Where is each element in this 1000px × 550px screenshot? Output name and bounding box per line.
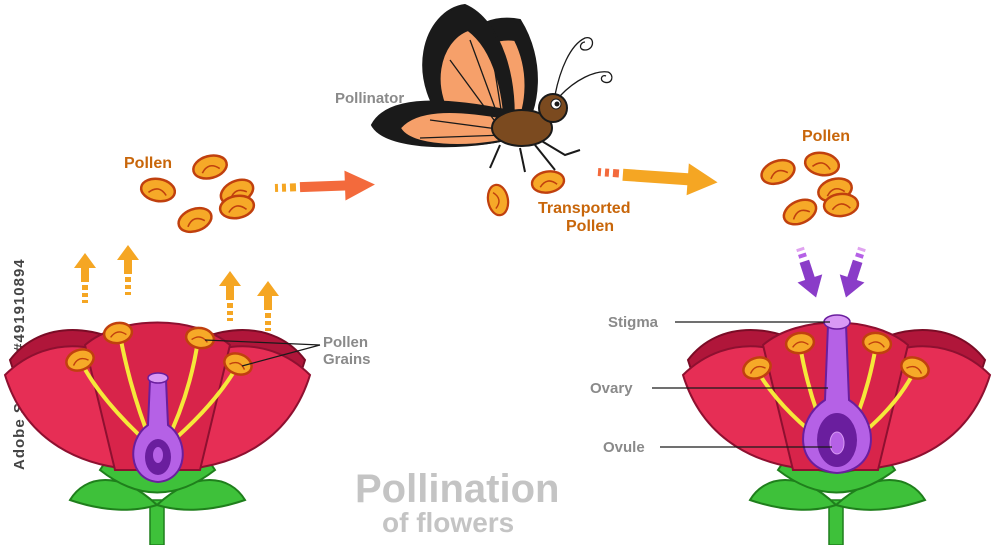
diagram-title: Pollination (355, 467, 559, 511)
right-ovule (829, 431, 845, 455)
right-arrow-1 (274, 170, 375, 201)
pollen-grain (189, 150, 231, 184)
upward-arrows (74, 245, 279, 331)
butterfly-pupil (554, 101, 560, 107)
pollen-grain (174, 202, 216, 238)
ovary-label: Ovary (590, 380, 633, 397)
butterfly-pollinator (370, 3, 613, 218)
pollen-grain (778, 193, 822, 231)
diagram-subtitle: of flowers (382, 507, 514, 538)
pollinator-label: Pollinator (335, 90, 404, 107)
transported-pollen-label-line1: Transported (538, 200, 630, 217)
pollen-left-label: Pollen (124, 155, 172, 172)
right-flower (681, 314, 992, 546)
transported-pollen-label-line2: Pollen (566, 218, 614, 235)
down-arrow (839, 246, 866, 298)
down-arrows (796, 246, 866, 298)
butterfly-legs (489, 139, 581, 173)
up-arrow (219, 271, 241, 321)
pollen-grain (138, 174, 178, 206)
up-arrow (74, 253, 96, 303)
transported-pollen-grain (529, 167, 567, 197)
right-arrow-2 (597, 163, 718, 196)
pollen-right-label: Pollen (802, 128, 850, 145)
butterfly-body (491, 109, 553, 147)
right-pollen-cluster (757, 148, 861, 231)
butterfly-antennae (554, 37, 613, 97)
left-flower (3, 319, 312, 546)
butterfly-lower-wing-inner (398, 111, 506, 146)
pollen-grain (802, 148, 842, 180)
up-arrow (257, 281, 279, 331)
left-ovule (153, 447, 163, 463)
pollen-grain (757, 154, 799, 190)
pollen-grains-label-line1: Pollen (323, 334, 368, 351)
pollen-grains-label-line2: Grains (323, 351, 371, 368)
leader-lines (204, 321, 832, 448)
transported-pollen-grain (484, 182, 512, 218)
pollen-grains-leader (204, 339, 321, 346)
ovule-label: Ovule (603, 439, 645, 456)
pollen-grains-leader (241, 344, 321, 367)
up-arrow (117, 245, 139, 295)
left-stigma (147, 372, 169, 384)
down-arrow (796, 246, 823, 298)
stigma-label: Stigma (608, 314, 659, 331)
